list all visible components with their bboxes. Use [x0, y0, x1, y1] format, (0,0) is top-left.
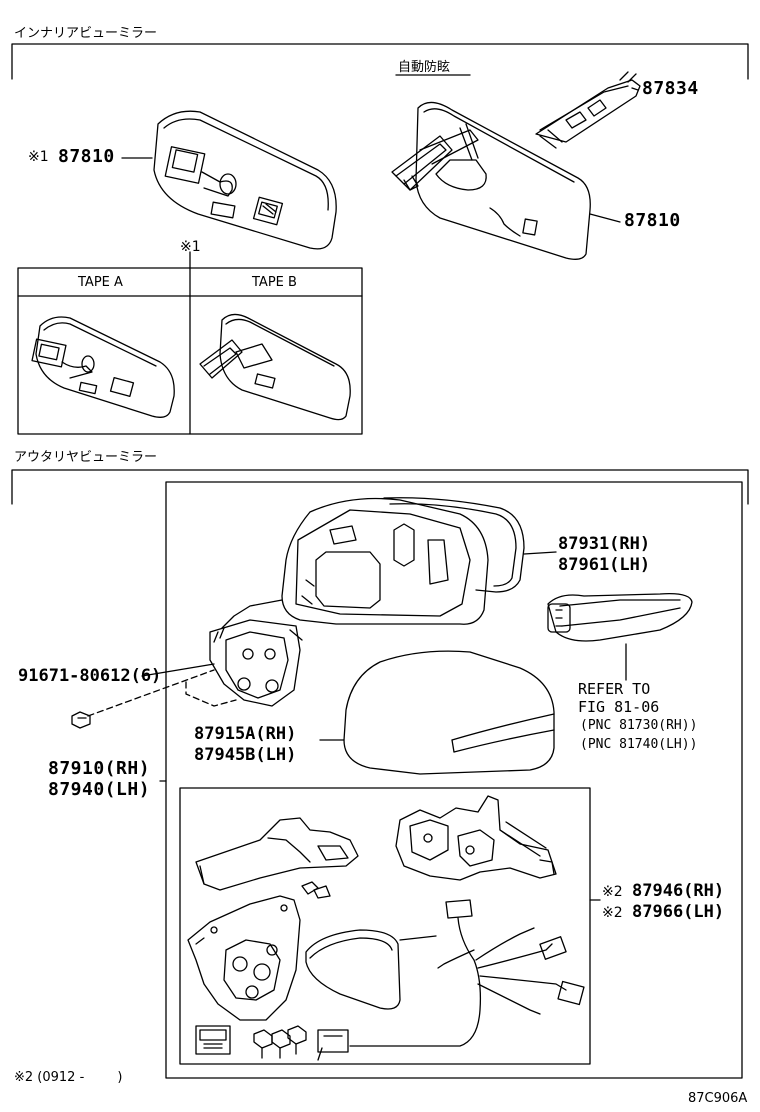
sub-connector-drawing: [196, 1026, 230, 1054]
mirror-cover-87931-drawing: [384, 498, 524, 592]
part-87810-left-label[interactable]: 87810: [58, 146, 115, 167]
turn-signal-drawing: [548, 594, 692, 641]
interior-section-bracket: [12, 44, 748, 79]
part-87810-right-label[interactable]: 87810: [624, 210, 681, 231]
note-marker-1: ※1: [180, 239, 201, 255]
mirror-housing-drawing: [210, 499, 488, 707]
sub-mirror-glass-drawing: [306, 930, 436, 1009]
sub-bracket-drawing: [396, 796, 556, 880]
sub-clips-drawing: [302, 882, 330, 898]
part-87931-label[interactable]: 87931(RH): [558, 534, 651, 554]
leader-87834: [632, 88, 638, 90]
mirror-87810-left-drawing: [154, 111, 336, 249]
part-87966-label[interactable]: 87966(LH): [632, 902, 725, 922]
footnote: ※2 (0912 - ): [14, 1070, 123, 1085]
leader-91671: [142, 664, 214, 676]
mirror-87810-right-drawing: [392, 102, 590, 259]
part-87961-label[interactable]: 87961(LH): [558, 555, 651, 575]
tape-table-grid: [18, 268, 362, 434]
signal-ref-line1: REFER TO: [578, 680, 651, 698]
subassembly-rh-marker: ※2: [602, 884, 623, 900]
part-87915a-label[interactable]: 87915A(RH): [194, 724, 297, 744]
mirror-cap-87915a-drawing: [344, 651, 554, 774]
bracket-87834-drawing: [536, 72, 640, 148]
screw-dashed-1: [88, 670, 214, 716]
part-87940-label[interactable]: 87940(LH): [48, 779, 151, 800]
interior-section-title: インナリアビューミラー: [14, 26, 158, 41]
signal-ref-line2[interactable]: FIG 81-06: [578, 698, 660, 716]
mirror-87810-left-marker: ※1: [28, 149, 49, 165]
tape-b-header: TAPE B: [252, 275, 297, 290]
interior-section-subtitle: 自動防眩: [398, 60, 451, 75]
part-91671-label[interactable]: 91671-80612(6): [18, 666, 162, 686]
exterior-section-bracket: [12, 470, 748, 504]
part-87945b-label[interactable]: 87945B(LH): [194, 745, 297, 765]
subassembly-frame: [180, 788, 590, 1064]
sub-wire-harness-drawing: [318, 900, 584, 1060]
tape-a-header: TAPE A: [78, 275, 123, 290]
leader-87810-right: [590, 214, 620, 222]
screw-dashed-2: [186, 682, 236, 706]
sub-screws-drawing: [254, 1026, 306, 1058]
subassembly-lh-marker: ※2: [602, 905, 623, 921]
sub-cover-piece-drawing: [196, 818, 358, 890]
exterior-section-title: アウタリヤビューミラー: [14, 450, 158, 465]
exterior-frame: [166, 482, 742, 1078]
sub-base-plate-drawing: [188, 896, 300, 1020]
figure-code: 87C906A: [688, 1091, 748, 1106]
signal-ref-line4: (PNC 81740(LH)): [580, 737, 698, 752]
tape-b-mirror-drawing: [200, 314, 350, 419]
part-87834-label[interactable]: 87834: [642, 78, 699, 99]
signal-ref-line3: (PNC 81730(RH)): [580, 718, 698, 733]
screw-drawing: [72, 712, 90, 728]
part-87910-label[interactable]: 87910(RH): [48, 758, 151, 779]
leader-87931: [524, 552, 556, 554]
tape-a-mirror-drawing: [32, 317, 174, 417]
part-87946-label[interactable]: 87946(RH): [632, 881, 725, 901]
